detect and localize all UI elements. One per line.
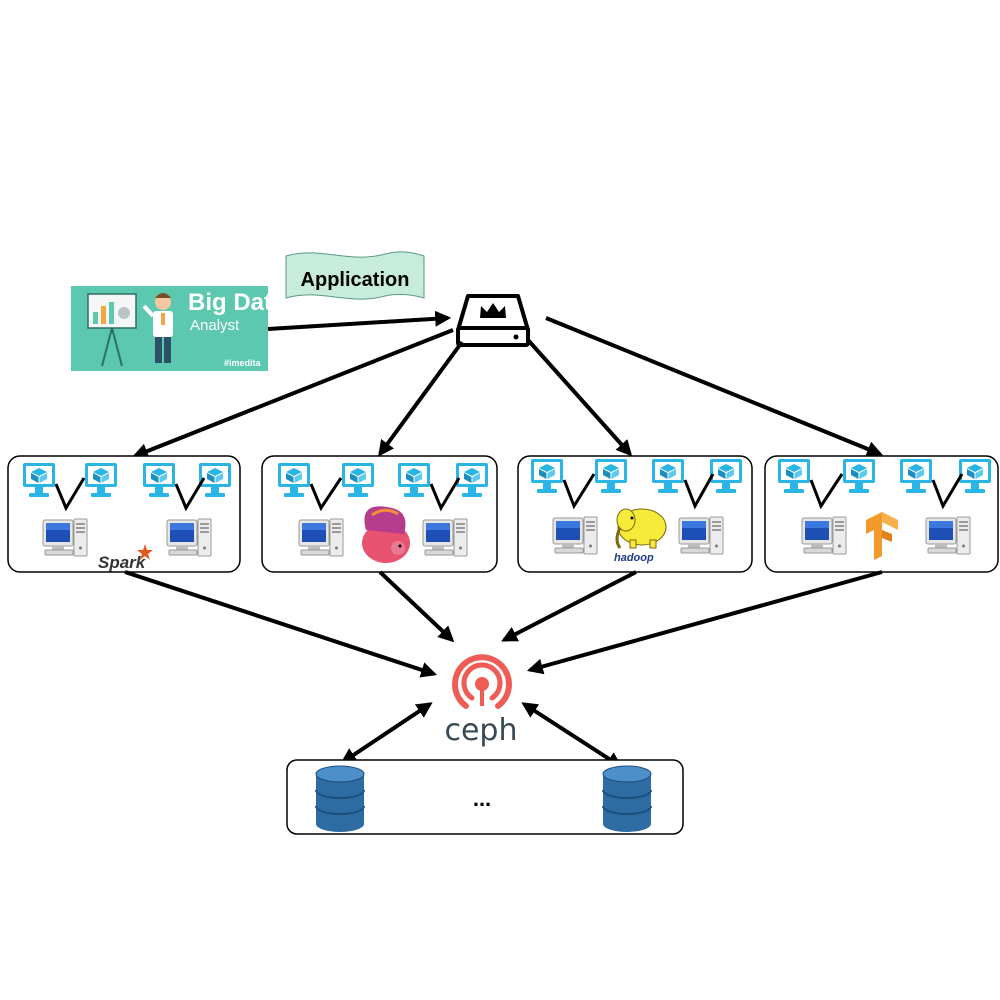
computer-icon [678, 516, 724, 555]
arrow-master-to-cluster-3 [526, 338, 633, 457]
spark-logo-icon: Spark [98, 544, 153, 572]
arrow-ceph-disk-right [521, 702, 623, 768]
arrow-master-to-cluster-4 [545, 316, 883, 457]
framework-label: Spark [98, 553, 147, 572]
cluster-spark: Spark [7, 455, 241, 573]
analyst-subtitle: Analyst [190, 317, 240, 334]
computer-icon [925, 516, 971, 555]
crown-server-icon [456, 294, 530, 347]
computer-icon [552, 516, 598, 555]
cluster-tensorflow [764, 455, 999, 573]
analyst-person-icon [142, 293, 173, 363]
flink-squirrel-icon [362, 506, 410, 563]
hadoop-elephant-icon: hadoop [614, 508, 667, 564]
tensorflow-logo-icon [866, 512, 898, 560]
big-data-analyst-card: Big Data Analyst #imedita [71, 286, 286, 371]
computer-icon [166, 518, 212, 557]
arrow-cluster-2-to-ceph [378, 570, 455, 643]
computer-icon [422, 518, 468, 557]
cluster-flink [261, 455, 498, 573]
arrow-cluster-4-to-ceph [526, 570, 883, 675]
presentation-board-icon [87, 293, 137, 367]
framework-label: hadoop [614, 552, 654, 564]
arrow-master-to-cluster-2 [378, 340, 464, 457]
application-label: Application [301, 269, 410, 291]
computer-icon [42, 518, 88, 557]
analyst-tag: #imedita [224, 358, 262, 368]
ceph-label: ceph [444, 713, 517, 748]
computer-icon [801, 516, 847, 555]
analyst-title: Big Data [188, 289, 286, 316]
ceph-logo-icon [452, 654, 512, 709]
arrow-analyst-to-master [267, 310, 452, 331]
disk-icon [315, 765, 365, 833]
arrow-ceph-disk-left [340, 702, 433, 764]
arrow-master-to-cluster-1 [132, 328, 454, 459]
storage-pool: ... [286, 759, 684, 835]
arrow-cluster-1-to-ceph [124, 570, 438, 678]
storage-ellipsis: ... [473, 786, 491, 811]
disk-icon [602, 765, 652, 833]
application-flag: Application [285, 251, 425, 300]
cluster-hadoop: hadoop [517, 455, 753, 573]
arrow-cluster-3-to-ceph [501, 570, 637, 642]
computer-icon [298, 518, 344, 557]
